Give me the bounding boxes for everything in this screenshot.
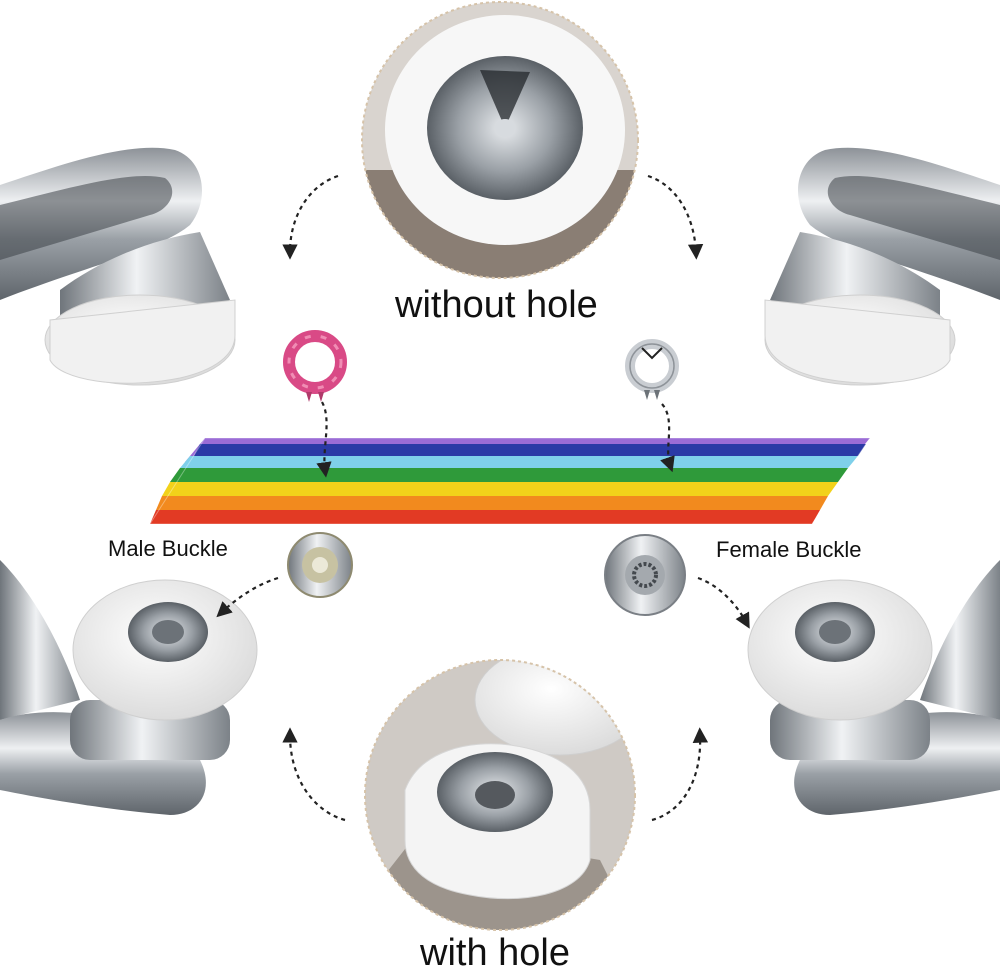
arrows (216, 174, 750, 822)
arrow-top-right (647, 174, 704, 260)
label-with-hole: with hole (420, 932, 570, 974)
arrow-bottom-left (282, 727, 346, 822)
female-snap-piece (604, 534, 686, 616)
pliers-top-right (764, 147, 1000, 386)
pliers-bottom-left (0, 560, 258, 815)
silver-prong-ring (625, 339, 679, 400)
arrow-female-to-die (697, 576, 750, 629)
rainbow-ribbon (149, 437, 871, 525)
label-without-hole: without hole (395, 284, 598, 326)
pliers-top-left (0, 147, 236, 386)
arrow-top-left (282, 174, 339, 260)
detail-circle-with-hole (364, 659, 636, 931)
label-male-buckle: Male Buckle (108, 536, 228, 561)
label-female-buckle: Female Buckle (716, 537, 862, 562)
male-snap-piece (287, 532, 353, 598)
arrow-male-to-die (216, 576, 279, 618)
detail-circle-without-hole (361, 1, 639, 279)
pliers-bottom-right (747, 560, 1000, 815)
arrow-pink-to-ribbon (316, 401, 332, 478)
arrow-bottom-right (651, 727, 709, 822)
arrow-silver-to-ribbon (660, 403, 675, 473)
pink-prong-ring (283, 330, 347, 402)
